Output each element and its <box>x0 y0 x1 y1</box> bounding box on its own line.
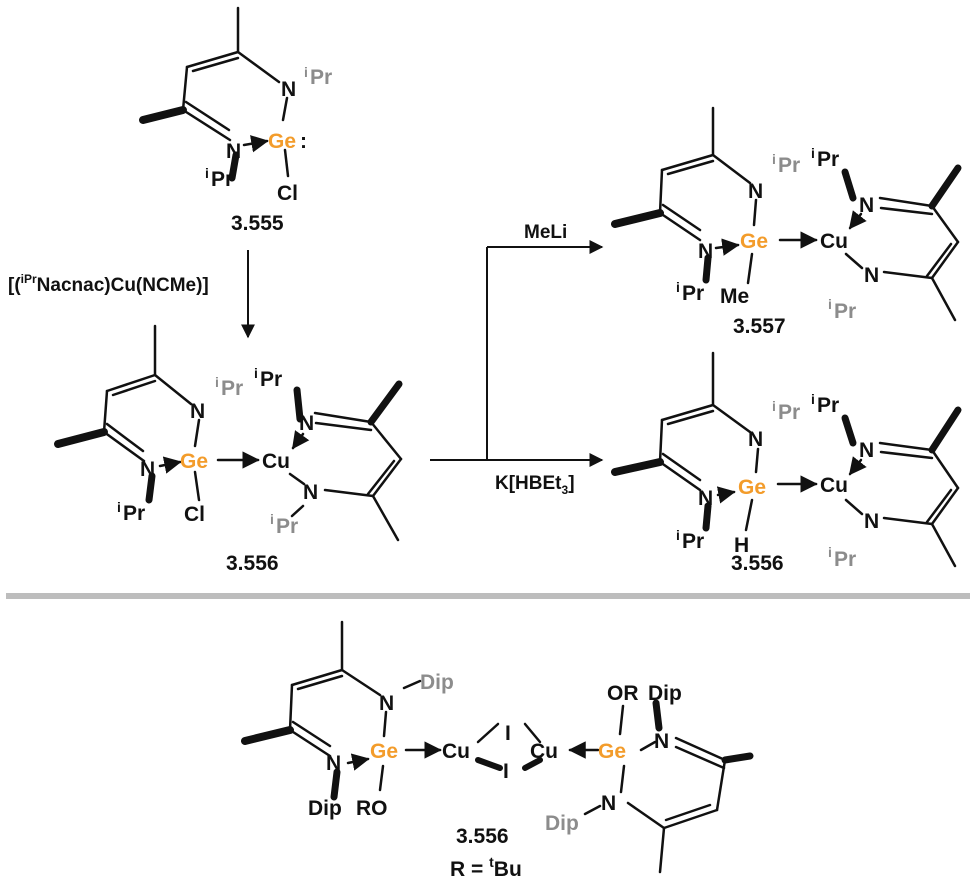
sup-i: i <box>254 365 258 381</box>
atom-Cu: Cu <box>530 740 558 763</box>
atom-N: N <box>140 458 155 481</box>
sup-i: i <box>270 511 274 527</box>
iPr-label: Pr <box>778 154 800 177</box>
reagent-nacnac: [(iPrNacnac)Cu(NCMe)] <box>8 272 209 296</box>
compound-number: 3.557 <box>733 315 786 338</box>
sup-i: i <box>676 279 680 295</box>
reagent-meli: MeLi <box>524 222 567 243</box>
compound-3-556-h <box>611 351 962 568</box>
reagent-khbet3: K[HBEt3] <box>495 473 575 497</box>
atom-Ge: Ge <box>180 450 208 473</box>
atom-I: I <box>505 722 511 745</box>
compound-3-556-h-labels: N i Pr Ge N i Pr H Cu i Pr N N i Pr 3.55… <box>676 391 879 575</box>
iPr-label: Pr <box>817 148 839 171</box>
iPr-label: Pr <box>123 502 145 525</box>
atom-H: H <box>734 534 749 557</box>
atom-N: N <box>698 240 713 263</box>
branch-arrows <box>430 240 604 467</box>
sup-i: i <box>676 527 680 543</box>
compound-number: 3.555 <box>231 212 284 235</box>
atom-Ge: Ge <box>598 740 626 763</box>
atom-N: N <box>859 439 874 462</box>
atom-Me: Me <box>720 285 749 308</box>
atom-N: N <box>326 752 341 775</box>
iPr-label: Pr <box>260 368 282 391</box>
OR-label: OR <box>607 682 639 705</box>
iPr-label: Pr <box>834 300 856 323</box>
atom-N: N <box>281 78 296 101</box>
compound-3-556-cl <box>54 324 403 542</box>
iPr-label: Pr <box>682 282 704 305</box>
iPr-label: Pr <box>817 394 839 417</box>
RO-label: RO <box>356 797 388 820</box>
atom-I: I <box>503 760 509 783</box>
compound-3-555 <box>139 6 290 182</box>
atom-N: N <box>748 428 763 451</box>
atom-Ge: Ge <box>370 740 398 763</box>
iPr-label: Pr <box>682 530 704 553</box>
atom-Cu: Cu <box>262 450 290 473</box>
compound-3-557-labels: N i Pr Ge N i Pr Me Cu i Pr N N i Pr 3.5… <box>676 145 879 338</box>
iPr-label: Pr <box>310 66 332 89</box>
sup-i: i <box>215 374 219 390</box>
compound-number: 3.556 <box>731 552 784 575</box>
sup-i: i <box>811 391 815 407</box>
atom-N: N <box>226 140 241 163</box>
atom-N: N <box>748 180 763 203</box>
Dip-label: Dip <box>545 812 579 835</box>
sup-i: i <box>772 151 776 167</box>
atom-N: N <box>190 400 205 423</box>
iPr-label: Pr <box>221 377 243 400</box>
iPr-label: Pr <box>778 401 800 424</box>
compound-3-556-cl-labels: N i Pr Ge N i Pr Cl Cu i Pr N N i Pr 3.5… <box>117 365 318 575</box>
lone-pair: : <box>300 130 307 153</box>
Dip-label: Dip <box>420 671 454 694</box>
atom-Cu: Cu <box>442 740 470 763</box>
atom-Ge: Ge <box>740 230 768 253</box>
sup-i: i <box>772 398 776 414</box>
atom-N: N <box>859 194 874 217</box>
atom-Cl: Cl <box>277 182 298 205</box>
iPr-label: Pr <box>834 548 856 571</box>
compound-3-556-dimer <box>241 620 754 874</box>
compound-3-556-dimer-labels: N Dip Ge N Dip RO Cu I Cu I Ge OR Dip N … <box>308 671 682 881</box>
compound-number: 3.556 <box>226 552 279 575</box>
sup-i: i <box>828 544 832 560</box>
section-divider <box>6 593 970 599</box>
atom-N: N <box>379 692 394 715</box>
sup-i: i <box>828 296 832 312</box>
compound-3-555-labels: N i Pr Ge : N i Pr Cl 3.555 <box>205 64 332 235</box>
atom-N: N <box>698 487 713 510</box>
iPr-label: Pr <box>276 515 298 538</box>
atom-N: N <box>864 510 879 533</box>
atom-N: N <box>864 264 879 287</box>
atom-N: N <box>654 730 669 753</box>
atom-Ge: Ge <box>268 130 296 153</box>
atom-N: N <box>303 481 318 504</box>
sup-i: i <box>205 165 209 181</box>
sup-i: i <box>117 499 121 515</box>
atom-Cl: Cl <box>184 503 205 526</box>
atom-N: N <box>601 792 616 815</box>
footnote-R: R = tBu <box>450 854 522 881</box>
compound-number: 3.556 <box>456 825 509 848</box>
atom-N: N <box>299 412 314 435</box>
atom-Cu: Cu <box>820 474 848 497</box>
Dip-label: Dip <box>308 797 342 820</box>
sup-i: i <box>304 64 308 80</box>
compound-3-557 <box>611 106 962 322</box>
atom-Ge: Ge <box>738 476 766 499</box>
sup-i: i <box>811 145 815 161</box>
Dip-label: Dip <box>648 682 682 705</box>
atom-Cu: Cu <box>820 230 848 253</box>
iPr-label: Pr <box>211 168 233 191</box>
